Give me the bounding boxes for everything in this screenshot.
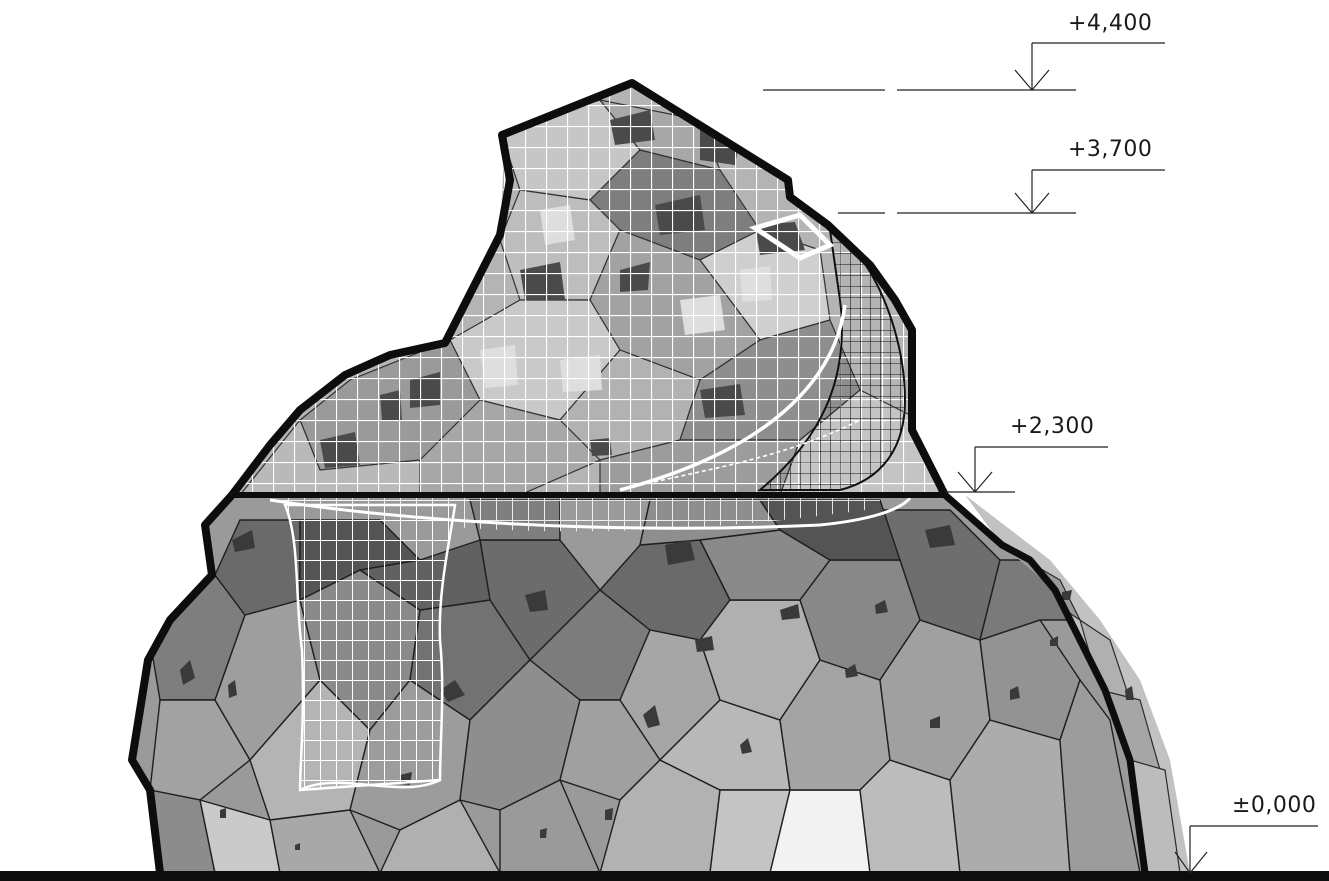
upper-hood-shell: [232, 83, 945, 495]
elevation-label-4400: +4,400: [1068, 11, 1152, 36]
elevation-marker-3700: +3,700: [838, 137, 1165, 214]
net-rim-mesh: [280, 498, 880, 532]
outline-upper-hood: [228, 79, 949, 498]
cell-openings-lower: [180, 525, 1058, 850]
white-frame-hood: [749, 212, 835, 261]
elevation-label-3700: +3,700: [1068, 137, 1152, 162]
elevation-label-0000: ±0,000: [1232, 793, 1316, 818]
elevation-marker-4400: +4,400: [763, 11, 1165, 91]
elevation-marker-2300: +2,300: [945, 414, 1108, 493]
curled-mesh-right: [757, 228, 907, 491]
hanging-net-left: [283, 503, 457, 792]
elevation-marker-0000: ±0,000: [1174, 793, 1318, 874]
elevation-label-2300: +2,300: [1010, 414, 1094, 439]
outline-lower-dome: [128, 492, 1149, 874]
